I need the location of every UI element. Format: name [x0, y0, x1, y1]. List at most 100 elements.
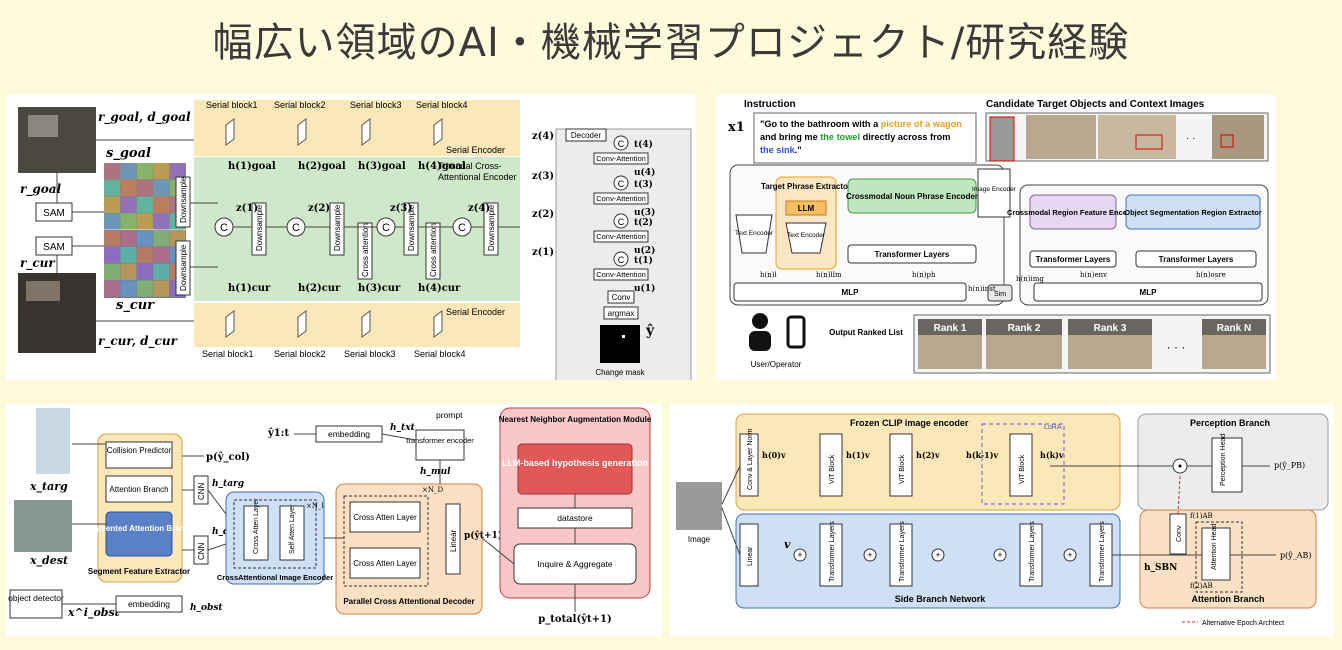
downsample-label-6: Downsample — [487, 204, 496, 251]
svg-text:C: C — [618, 179, 625, 189]
decoder-label: Decoder — [571, 131, 602, 140]
h-img: h(n)img — [1016, 275, 1044, 283]
page-title: 幅広い領域のAI・機械学習プロジェクト/研究経験 — [212, 20, 1130, 66]
image-label: Image — [688, 535, 711, 544]
x-obst-label: x^i_obst — [67, 606, 120, 620]
transformer-layers-label-4: Transformer Layers — [899, 521, 906, 582]
h-mul-label: h_mul — [420, 467, 451, 477]
argmax-label: argmax — [608, 309, 635, 318]
llm-label: LLM — [798, 204, 815, 213]
label-r-goal-d-goal: r_goal, d_goal — [98, 110, 191, 125]
z2-dec: z(2) — [532, 209, 554, 220]
svg-text:C: C — [458, 222, 466, 234]
cross-atten-layer-dec-2: Cross Atten Layer — [353, 559, 417, 568]
candidate-header: Candidate Target Objects and Context Ima… — [986, 99, 1205, 110]
transformer-layers-right: Transformer Layers — [1159, 255, 1234, 264]
transformer-layers-label-4: Transformer Layers — [1029, 521, 1036, 582]
f1-ab: f(1)AB — [1190, 512, 1213, 520]
instruction-box — [753, 112, 977, 164]
serial-block-top-1: Serial block1 — [206, 100, 258, 110]
embedding-label-2: embedding — [328, 429, 370, 439]
destination-image — [14, 500, 72, 552]
target-object-image — [36, 408, 70, 474]
h-cur-2: h(2)cur — [298, 283, 341, 294]
rank-label: Rank 3 — [1094, 323, 1127, 334]
attention-branch-label-4: Attention Branch — [1192, 594, 1265, 604]
conv-attention-label: Conv-Attention — [596, 154, 646, 163]
hv-label: h(2)v — [916, 450, 940, 460]
side-branch-label: Side Branch Network — [895, 594, 987, 604]
serial-block-bottom-4: Serial block4 — [414, 349, 466, 359]
h-targ-label: h_targ — [212, 479, 244, 489]
serial-block-top-2: Serial block2 — [274, 100, 326, 110]
output-ranked-list-label: Output Ranked List — [829, 328, 903, 337]
prompt-label: prompt — [436, 410, 463, 420]
change-mask-label: Change mask — [595, 368, 645, 377]
y-1t-label: ŷ1:t — [267, 428, 289, 439]
serial-encoder-top-bg — [194, 100, 520, 156]
h-goal-3: h(3)goal — [358, 161, 406, 172]
segmented-attention-branch-label: Segmented Attention Branch — [84, 524, 194, 533]
instruction-line-2: and bring me the towel directly across f… — [760, 132, 950, 142]
v-label: v — [784, 538, 791, 551]
nd-label: ×N_D — [422, 486, 443, 494]
crossmodal-region-label: Crossmodal Region Feature Encoder — [1007, 208, 1139, 217]
parallel-decoder-label: Parallel Cross Attentional Decoder — [343, 597, 474, 606]
attention-branch-label: Attention Branch — [109, 485, 168, 494]
candidate-context-1 — [1026, 115, 1096, 159]
u-label: u(2) — [634, 245, 655, 256]
svg-text:· ·: · · — [1186, 133, 1195, 144]
perception-head-label: Perception Head — [1220, 434, 1227, 486]
h-l: h(n)l — [760, 271, 777, 279]
z2-enc: z(2) — [308, 203, 330, 214]
svg-text:+: + — [935, 550, 940, 560]
instruction-line-3: the sink." — [760, 145, 802, 155]
conv-label: Conv — [612, 293, 631, 302]
serial-encoder-bottom-bg — [194, 303, 520, 347]
transformer-encoder-label: transformer encoder — [406, 436, 474, 445]
downsample-label-3: Downsample — [255, 204, 264, 251]
attention-branch-diagram: Frozen CLIP image encoder LoRA Perceptio… — [670, 404, 1334, 636]
x-targ-label: x_targ — [29, 480, 68, 494]
h-osre: h(n)osre — [1196, 271, 1226, 279]
conv-layer-norm-label: Conv & Layer Norm — [747, 428, 754, 490]
legend-label: Alternative Epoch Archtect — [1202, 620, 1284, 627]
svg-text:C: C — [618, 139, 625, 149]
z3-enc: z(3) — [390, 203, 412, 214]
f2-ab: f(2)AB — [1190, 582, 1213, 590]
h-cur-4: h(4)cur — [418, 283, 461, 294]
mlp-right: MLP — [1140, 288, 1158, 297]
p-total-label: p_total(ŷt+1) — [538, 614, 611, 625]
target-phrase-extractor-label: Target Phrase Extractor — [761, 182, 851, 191]
conv-attention-label: Conv-Attention — [596, 194, 646, 203]
h-obst-label: h_obst — [190, 603, 223, 613]
serial-block-bottom-2: Serial block2 — [274, 349, 326, 359]
conv-attention-label: Conv-Attention — [596, 270, 646, 279]
input-bird-image — [676, 482, 722, 530]
serial-block-top-3: Serial block3 — [350, 100, 402, 110]
h-llm: h(n)llm — [816, 271, 842, 279]
svg-text:C: C — [292, 222, 300, 234]
svg-text:C: C — [618, 255, 625, 265]
downsample-label-2: Downsample — [179, 244, 188, 291]
p-col-label: p(ŷ_col) — [206, 452, 250, 463]
text-encoder-left: Text Encoder — [735, 230, 774, 237]
cnn-label-2: CNN — [197, 542, 206, 560]
collision-predictor-label: Collision Predictor — [107, 446, 172, 455]
embedding-label-1: embedding — [128, 599, 170, 609]
user-operator-label: User/Operator — [751, 360, 802, 369]
serial-block-bottom-1: Serial block1 — [202, 349, 254, 359]
label-s-goal: s_goal — [106, 146, 151, 161]
tablet-icon — [786, 315, 806, 349]
u-label: u(4) — [634, 167, 655, 178]
label-r-goal: r_goal — [20, 182, 61, 197]
instruction-line-1: "Go to the bathroom with a picture of a … — [760, 119, 962, 129]
h-env: h(n)env — [1080, 271, 1107, 279]
segment-feature-extractor-label: Segment Feature Extractor — [88, 567, 190, 576]
hv-label: h(k-1)v — [966, 450, 998, 460]
svg-text:+: + — [997, 550, 1002, 560]
h-cur-1: h(1)cur — [228, 283, 271, 294]
candidate-context-2 — [1098, 115, 1176, 159]
serial-encoder-top-label: Serial Encoder — [446, 145, 505, 155]
linear-label-4: Linear — [747, 546, 754, 566]
